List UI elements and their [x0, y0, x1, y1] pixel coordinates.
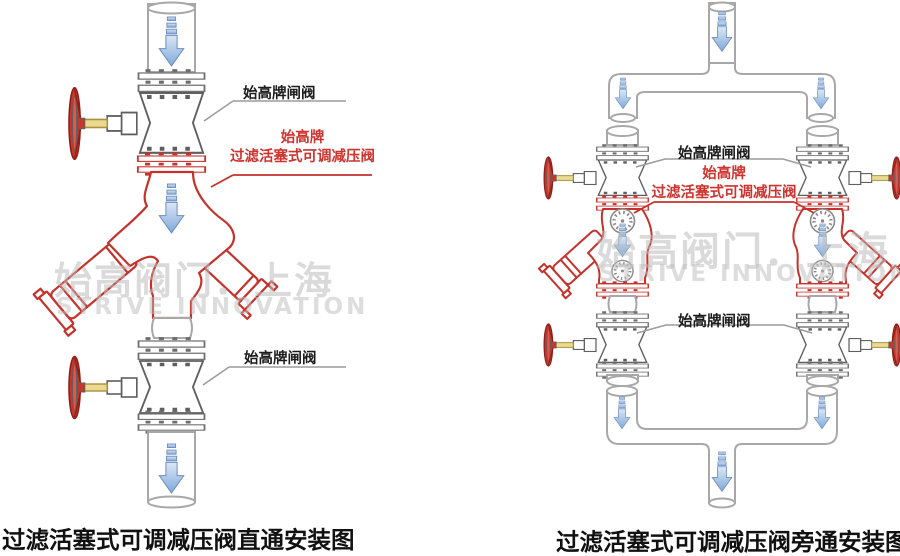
leader-line: [633, 201, 815, 214]
watermark-en: STRIVE INNOVATION: [599, 261, 900, 287]
leader-line: [202, 366, 346, 386]
flange-joint: [595, 143, 650, 164]
label-pressure-reducing-valve: 始高牌 过滤活塞式可调减压阀: [639, 165, 809, 202]
leader-line: [210, 174, 372, 188]
leader-line: [636, 324, 813, 334]
watermark-cn: 始高阀门．上海: [54, 259, 335, 303]
label-prv-line1: 始高牌: [280, 130, 325, 146]
branch-left: [537, 125, 653, 387]
label-prv-line1: 始高牌: [702, 166, 746, 182]
caption-straight-installation: 过滤活塞式可调减压阀直通安装图: [2, 526, 355, 554]
outlet-pipe: [147, 431, 196, 509]
prv-actuator: [32, 238, 138, 337]
inlet-pipe: [608, 1, 836, 123]
label-prv-line2: 过滤活塞式可调减压阀: [651, 184, 797, 201]
gate-valve-bottom: [67, 354, 205, 421]
prv-actuator: [537, 229, 611, 300]
label-prv-line2: 过滤活塞式可调减压阀: [230, 148, 375, 165]
straight-installation-diagram: [32, 1, 372, 509]
flange-joint: [139, 339, 205, 362]
flange-joint: [139, 412, 205, 432]
label-pressure-reducing-valve: 始高牌 过滤活塞式可调减压阀: [217, 129, 388, 166]
spool-piece: [151, 317, 193, 339]
bypass-installation-diagram: [537, 1, 900, 509]
pressure-reducing-valve: [32, 170, 279, 337]
label-gate-valve-bottom: 始高牌闸阀: [678, 314, 751, 330]
leader-line: [635, 158, 812, 168]
label-gate-valve-bottom: 始高牌闸阀: [244, 351, 317, 367]
gate-valve-top: [69, 88, 203, 159]
label-gate-valve-top: 始高牌闸阀: [678, 146, 751, 162]
watermark-en: STRIVE INNOVATION: [56, 294, 369, 320]
caption-bypass-installation: 过滤活塞式可调减压阀旁通安装图: [556, 528, 900, 556]
outlet-pipe: [606, 385, 838, 509]
flange-joint: [595, 310, 650, 331]
leader-line: [203, 100, 346, 122]
gate-valve-bottom: [542, 322, 649, 368]
spool-piece: [607, 295, 638, 313]
label-gate-valve-top: 始高牌闸阀: [243, 86, 316, 102]
flange-joint: [139, 71, 205, 94]
watermark-cn: 始高阀门．上海: [596, 229, 890, 275]
gate-valve-top: [542, 155, 649, 201]
